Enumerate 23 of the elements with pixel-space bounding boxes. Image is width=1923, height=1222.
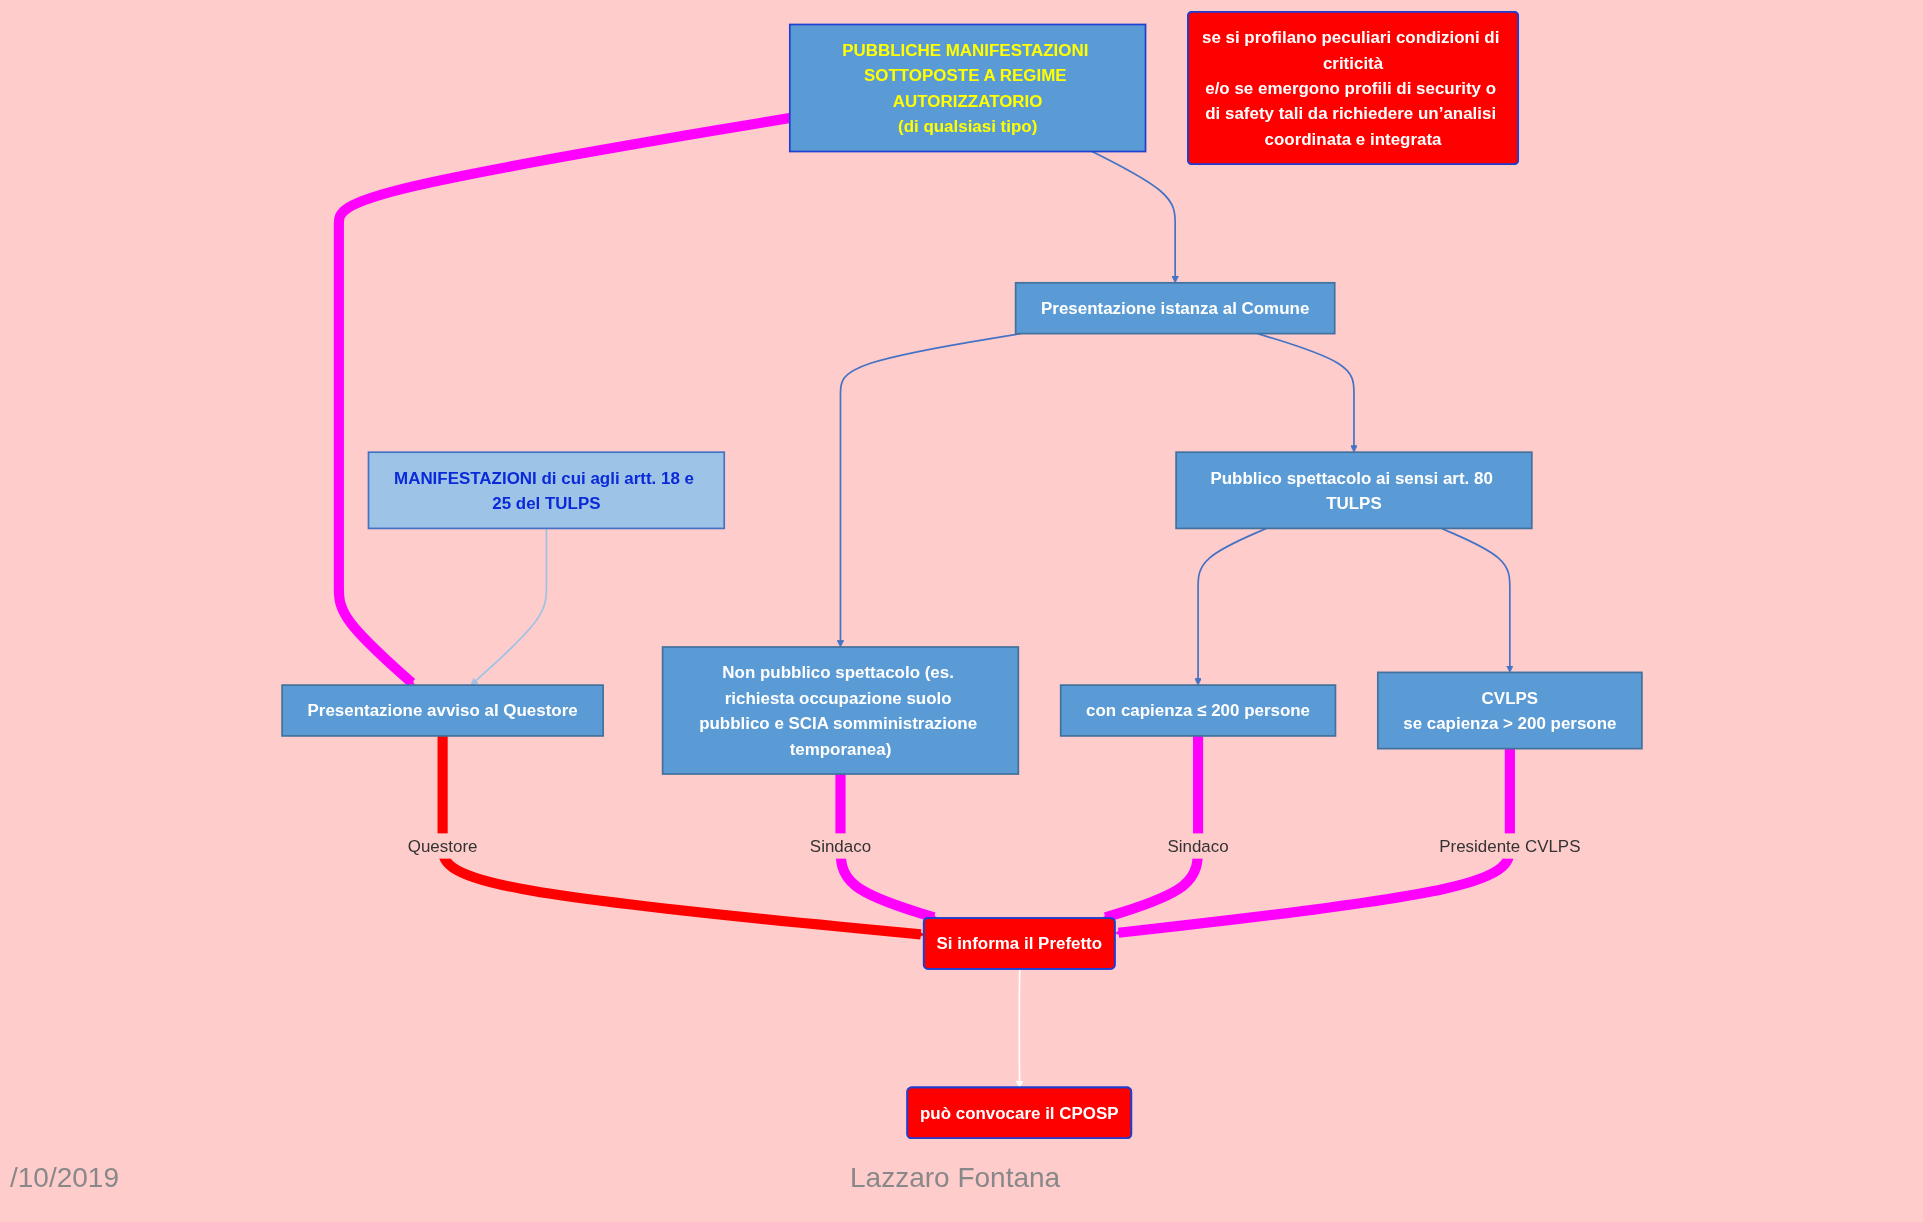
arrow — [437, 735, 924, 940]
edge-label: Presidente CVLPS — [1438, 836, 1580, 856]
arrow — [1114, 748, 1515, 938]
node-box: Presentazione avviso al Questore — [280, 684, 604, 737]
edge-label: Questore — [407, 836, 477, 856]
arrow — [1090, 150, 1179, 284]
node-box: Presentazione istanza al Comune — [1014, 281, 1336, 335]
node-box: Non pubblico spettacolo (es. richiesta occupazione suolo pubblico e SCIA somministrazione temporanea) — [661, 646, 1019, 775]
node-box: PUBBLICHE MANIFESTAZIONI SOTTOPOSTE A REGIME AUTORIZZATORIO (di qualsiasi tipo) — [788, 23, 1146, 153]
arrow — [1440, 527, 1514, 673]
edge-label: Sindaco — [1166, 836, 1229, 856]
footer-text: Lazzaro Fontana — [850, 1162, 1061, 1194]
node-box: con capienza ≤ 200 persone — [1059, 684, 1336, 737]
arrow — [1101, 735, 1203, 923]
node-box: MANIFESTAZIONI di cui agli artt. 18 e 25 del TULPS — [367, 451, 725, 530]
date-text: /10/2019 — [10, 1162, 119, 1194]
arrow — [470, 527, 547, 686]
node-box: CVLPS se capienza > 200 persone — [1376, 671, 1643, 750]
edge-label: Sindaco — [809, 836, 871, 856]
arrow — [1256, 332, 1358, 453]
arrow — [1015, 968, 1023, 1089]
node-box: Pubblico spettacolo ai sensi art. 80 TULPS — [1174, 451, 1533, 530]
arrow — [1193, 527, 1267, 686]
